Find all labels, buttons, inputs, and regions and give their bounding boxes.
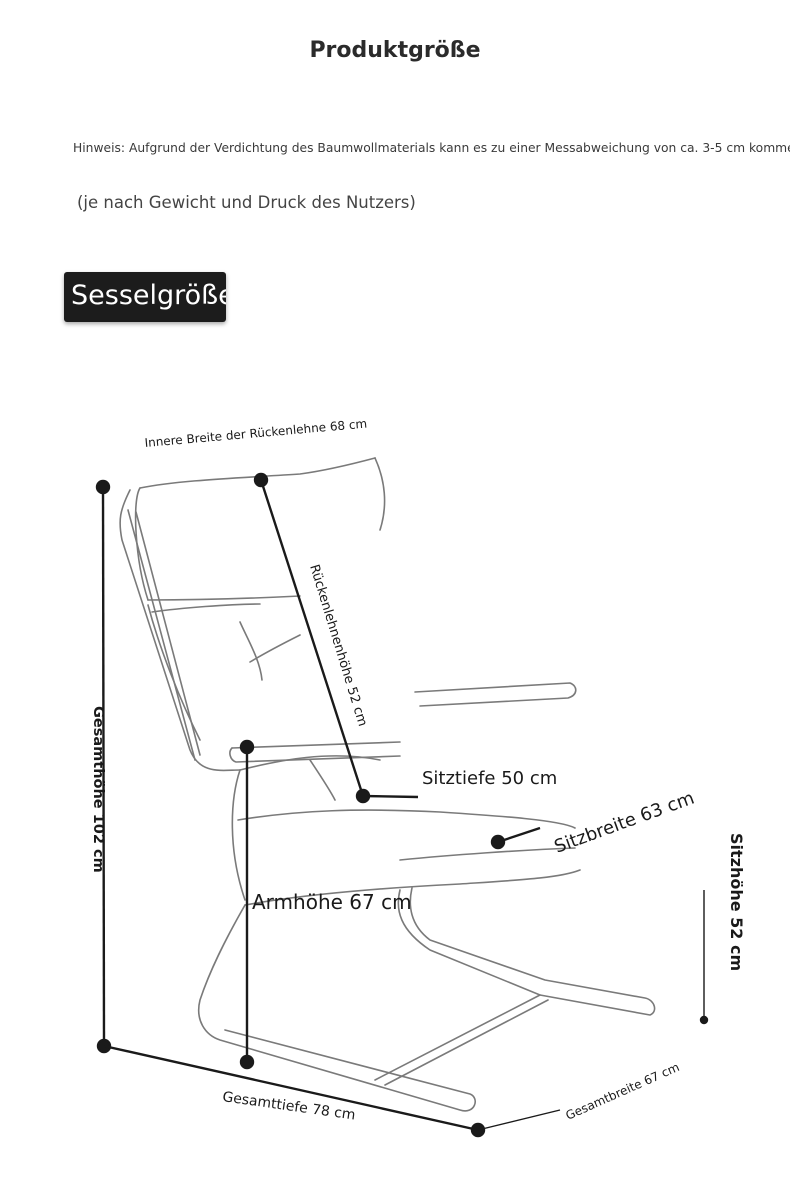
dimension-lines	[95, 472, 709, 1138]
total-depth-label: Gesamttiefe 78 cm	[221, 1089, 356, 1124]
page-title: Produktgröße	[309, 38, 481, 63]
seat-depth-label: Sitztiefe 50 cm	[422, 768, 557, 789]
arm-height-label: Armhöhe 67 cm	[252, 890, 412, 914]
total-height-top-marker	[95, 479, 111, 495]
seat-height-marker	[699, 1015, 709, 1025]
chair-sketch	[119, 457, 656, 1112]
section-badge: Sesselgröße	[64, 272, 226, 322]
total-height-label: Gesamthöhe 102 cm	[90, 706, 106, 873]
seat-height-label: Sitzhöhe 52 cm	[727, 833, 746, 971]
inner-back-width-label: Innere Breite der Rückenlehne 68 cm	[144, 417, 368, 450]
arm-height-bottom-marker	[239, 1054, 255, 1070]
arm-height-top-marker	[239, 739, 255, 755]
seat-width-label: Sitzbreite 63 cm	[552, 788, 698, 858]
measurement-note-detail: (je nach Gewicht und Druck des Nutzers)	[77, 193, 416, 212]
back-height-label: Rückenlehnenhöhe 52 cm	[306, 563, 370, 729]
seat-width-marker	[490, 834, 506, 850]
back-height-top-marker	[253, 472, 269, 488]
section-badge-label: Sesselgröße	[71, 280, 226, 311]
measurement-note: Hinweis: Aufgrund der Verdichtung des Ba…	[73, 141, 790, 155]
total-width-label: Gesamtbreite 67 cm	[564, 1060, 682, 1123]
